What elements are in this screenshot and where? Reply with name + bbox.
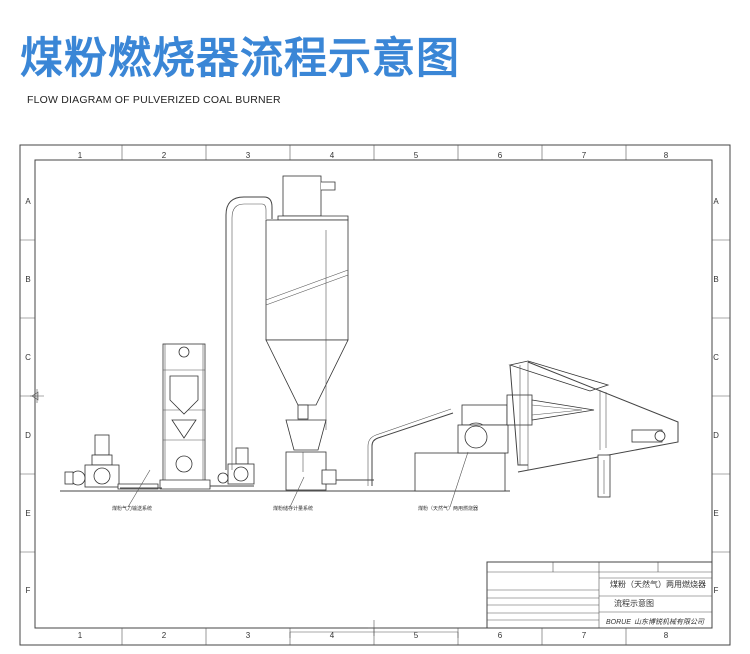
col-label: 4 <box>330 151 335 160</box>
row-label: B <box>25 275 30 284</box>
col-label: 3 <box>246 631 251 640</box>
fuel-pipe <box>371 412 454 486</box>
col-label: 7 <box>582 631 587 640</box>
col-label: 1 <box>78 151 83 160</box>
callouts: 煤粉气力输送系统 煤粉储存计量系统 煤粉（天然气）两用燃烧器 <box>112 505 478 512</box>
row-label: E <box>25 509 30 518</box>
inner-border <box>34 159 713 629</box>
product-name: 煤粉（天然气）两用燃烧器 <box>610 579 706 589</box>
page-subtitle: FLOW DIAGRAM OF PULVERIZED COAL BURNER <box>27 94 281 106</box>
row-label: D <box>713 431 719 440</box>
pulverized-coal-silo <box>265 175 374 491</box>
row-label: F <box>714 586 719 595</box>
col-label: 2 <box>162 631 167 640</box>
col-label: 1 <box>78 631 83 640</box>
row-label: F <box>26 586 31 595</box>
col-label: 3 <box>246 151 251 160</box>
feeding-station <box>120 343 211 490</box>
row-label: D <box>25 431 31 440</box>
col-label: 4 <box>330 631 335 640</box>
col-label: 6 <box>498 631 503 640</box>
column-labels-bottom: 1 2 3 4 5 6 7 8 <box>78 631 669 640</box>
callout-conveying-system: 煤粉气力输送系统 <box>112 505 152 512</box>
row-labels-left: A B C D E F <box>25 197 31 595</box>
fuel-pipe-inner <box>367 408 452 486</box>
callout-leaders <box>127 451 469 508</box>
row-label: E <box>713 509 718 518</box>
drawing-name: 流程示意图 <box>614 598 654 608</box>
grid-dividers <box>20 145 730 645</box>
col-label: 6 <box>498 151 503 160</box>
roots-blower-middle <box>210 447 255 487</box>
col-label: 7 <box>582 151 587 160</box>
row-labels-right: A B C D E F <box>713 197 719 595</box>
brand: BORUE <box>606 619 631 626</box>
rotary-drum <box>508 360 679 498</box>
callout-burner: 煤粉（天然气）两用燃烧器 <box>418 505 478 512</box>
col-label: 2 <box>162 151 167 160</box>
conveying-pipe-inner <box>231 203 267 470</box>
row-label: B <box>713 275 718 284</box>
col-label: 5 <box>414 631 419 640</box>
col-label: 5 <box>414 151 419 160</box>
company-name: 山东博锐机械有限公司 <box>634 618 705 626</box>
row-label: A <box>713 197 719 206</box>
col-label: 8 <box>664 631 669 640</box>
column-labels-top: 1 2 3 4 5 6 7 8 <box>78 151 669 160</box>
col-label: 8 <box>664 151 669 160</box>
burner <box>414 394 595 492</box>
page-title: 煤粉燃烧器流程示意图 <box>20 34 460 84</box>
row-label: C <box>25 353 31 362</box>
title-block: 煤粉（天然气）两用燃烧器 流程示意图 BORUE 山东博锐机械有限公司 <box>486 561 713 629</box>
row-label: C <box>713 353 719 362</box>
outer-border <box>19 144 731 646</box>
row-label: A <box>25 197 31 206</box>
centering-marks <box>30 389 459 638</box>
conveying-pipe <box>225 196 273 470</box>
roots-blower-left <box>64 434 159 490</box>
callout-storage-system: 煤粉储存计量系统 <box>273 505 313 512</box>
